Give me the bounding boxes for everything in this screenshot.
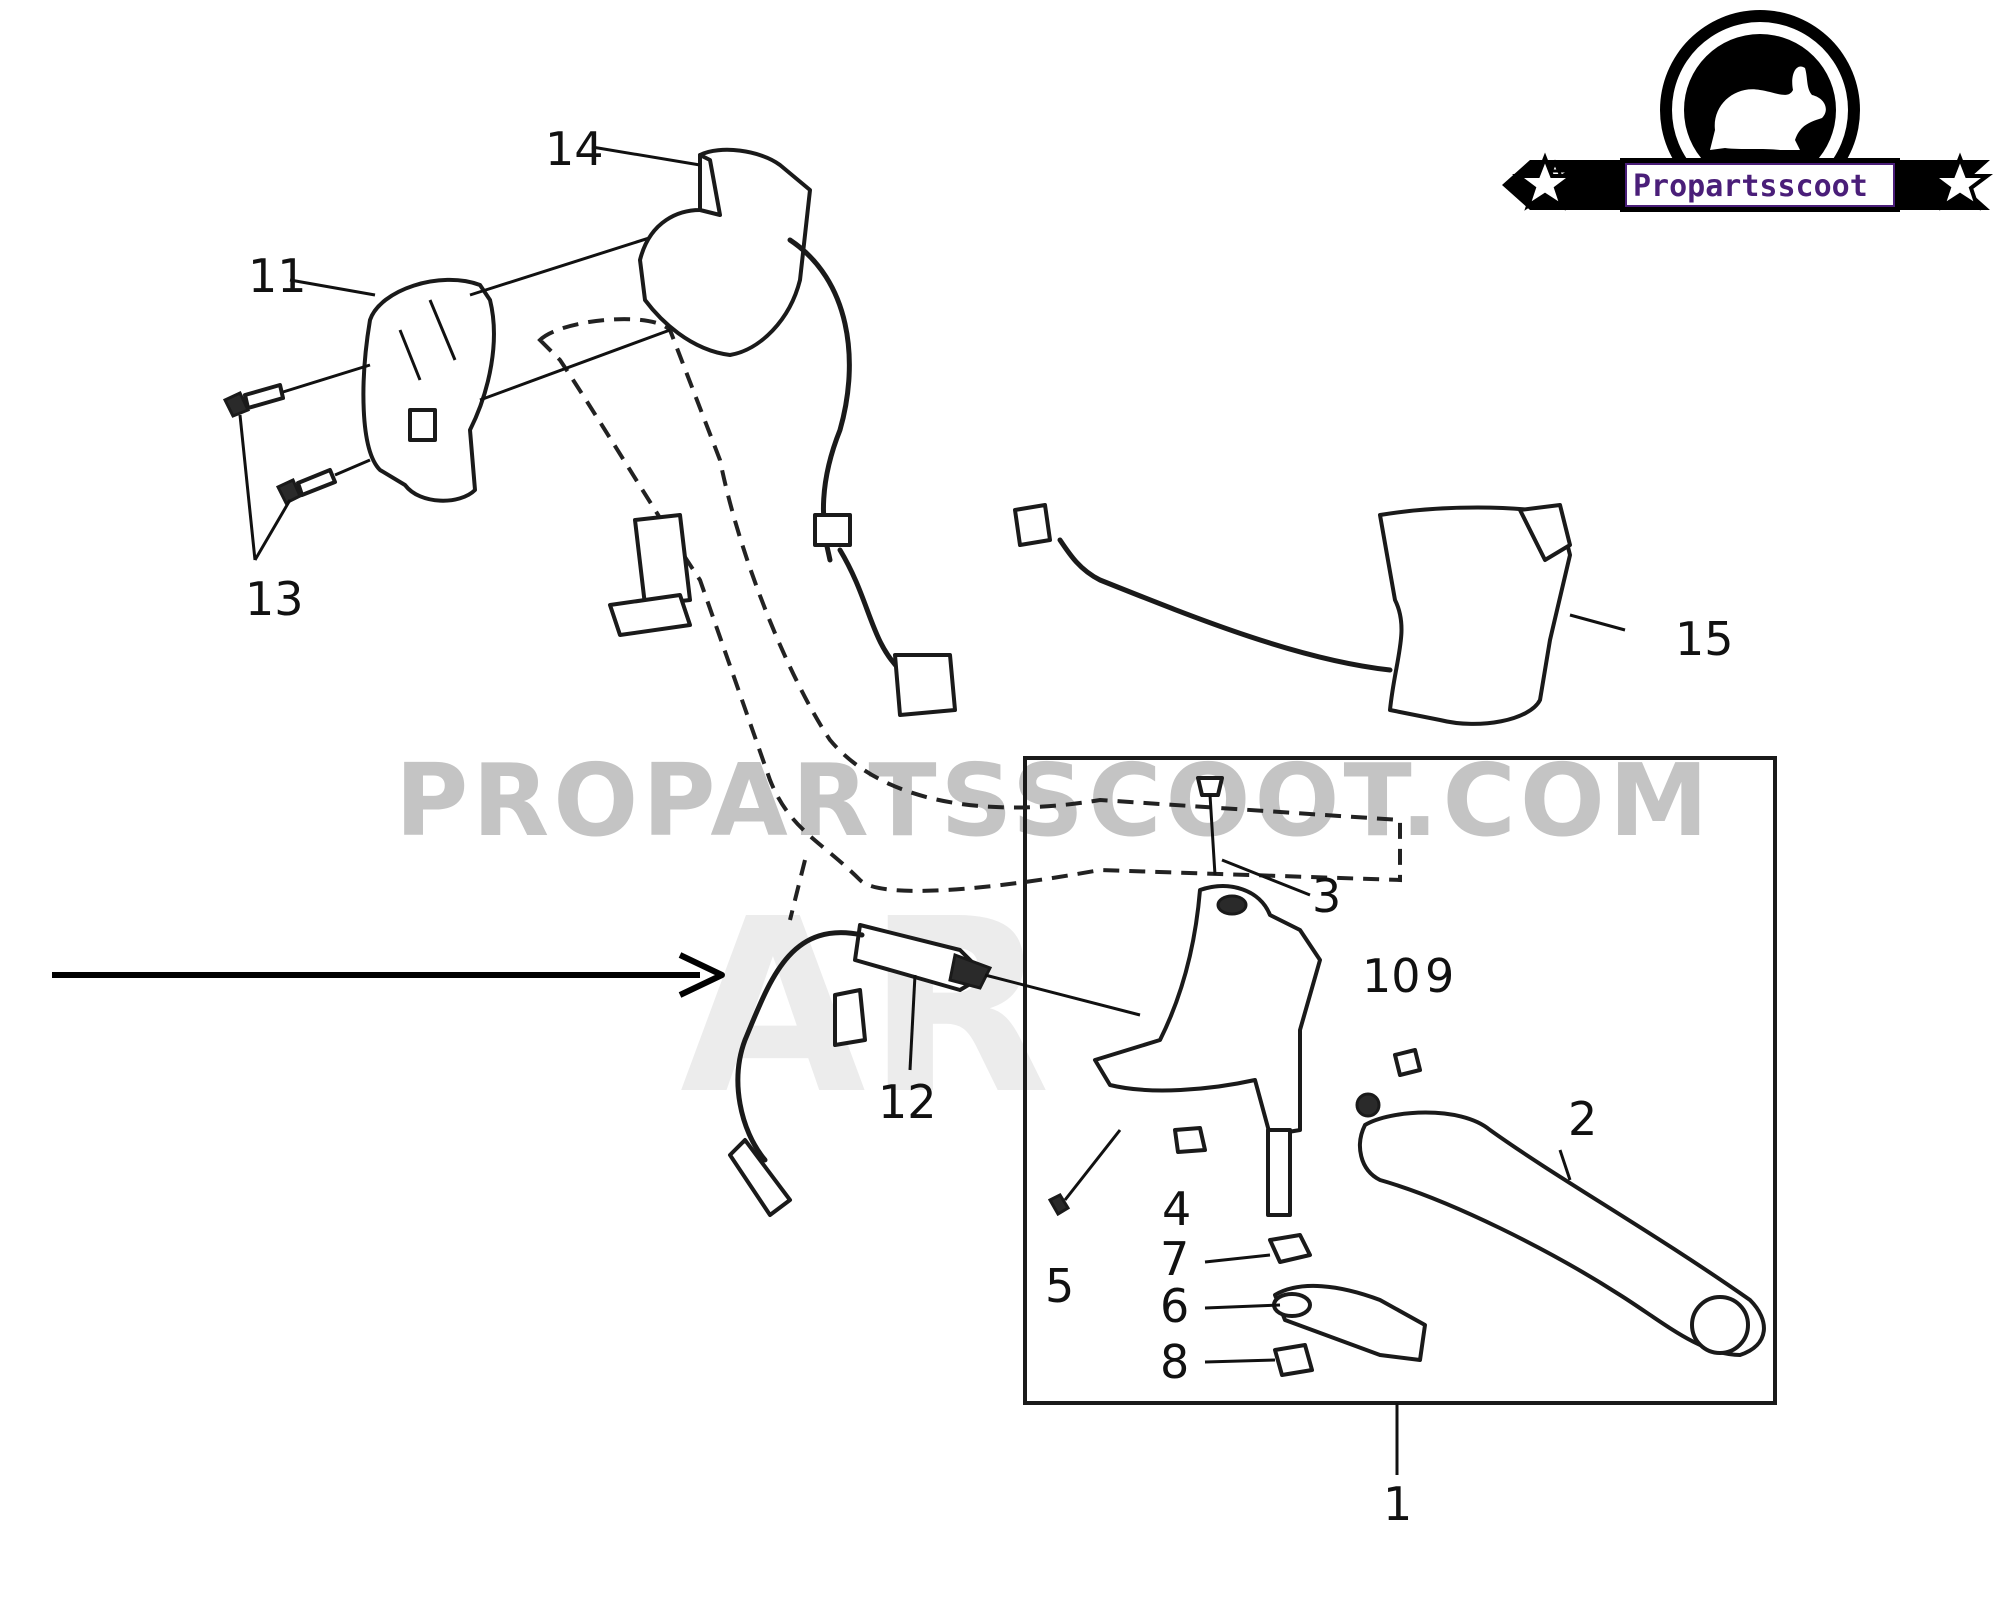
callout-3: 3 [1312,869,1341,923]
callout-6: 6 [1160,1279,1189,1333]
brand-logo: Propartsscoot [1502,10,1993,212]
callout-13: 13 [245,572,304,626]
callout-12: 12 [878,1075,937,1129]
watermark-faint-letters: AR [680,867,1051,1147]
hardware-small-parts [1047,1048,1427,1377]
callout-8: 8 [1160,1335,1189,1389]
brake-lever-2 [1358,1110,1766,1357]
watermark-text: PROPARTSSCOOT.COM [395,742,1712,859]
lever-bracket [1093,884,1322,1217]
callout-4: 4 [1162,1182,1191,1236]
logo-text: Propartsscoot [1633,169,1868,204]
bracket-bolt-3 [1196,776,1311,897]
callout-1: 1 [1383,1477,1412,1531]
brake-switch-12 [728,923,1141,1217]
callout-14: 14 [545,122,604,176]
switch-14 [608,147,957,717]
callout-15: 15 [1675,612,1734,666]
handlebar-outline [537,317,1402,921]
callout-7: 7 [1160,1232,1189,1286]
callout-10: 10 [1362,949,1421,1003]
star-icon-right [1927,152,1993,211]
star-icon-left [1512,152,1578,211]
switch-housing-11 [361,223,691,503]
switch-15 [1013,503,1626,726]
leader-11 [289,278,376,297]
leader-14 [591,145,701,167]
screws-13 [222,363,371,561]
callout-5: 5 [1045,1259,1074,1313]
callout-11: 11 [248,249,307,303]
callout-2: 2 [1568,1092,1597,1146]
rabbit-icon [1710,66,1826,150]
callout-9: 9 [1425,949,1454,1003]
assembly-box [1023,756,1777,1405]
pointer-arrow [52,952,725,998]
